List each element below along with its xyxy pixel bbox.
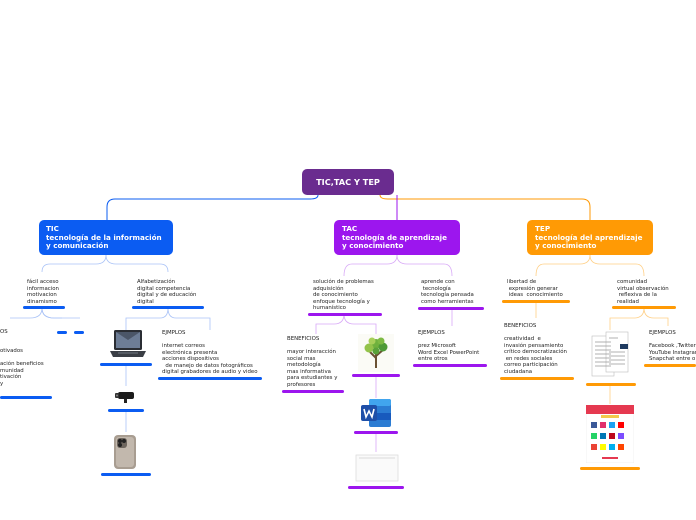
tep-benefits-bar: [500, 377, 574, 380]
tep-right-bar: [612, 306, 676, 309]
tep-node[interactable]: TEP tecnología del aprendizaje y conocim…: [527, 220, 653, 255]
blank-doc-bar: [348, 486, 404, 489]
root-node[interactable]: TIC,TAC Y TEP: [302, 169, 394, 195]
phone-bar: [101, 473, 151, 476]
tic-left-sub-bar-2: [74, 331, 84, 334]
tic-left-sub-text-bar: [0, 396, 52, 399]
tac-benefits-bar: [282, 390, 344, 393]
tic-right-text: Alfabetización digital competencia digit…: [137, 279, 197, 305]
social-media-infographic-icon: [586, 405, 634, 463]
tic-examples-text: internet correos electrónica presenta ac…: [162, 343, 258, 375]
tac-node[interactable]: TAC tecnología de aprendizaje y conocimi…: [334, 220, 460, 255]
root-label: TIC,TAC Y TEP: [316, 176, 380, 187]
tic-left-bar: [23, 306, 65, 309]
smartphone-icon: [114, 435, 136, 469]
tac-benefits-text: mayor interacción social mas metodología…: [287, 349, 338, 388]
tep-examples-label: EJEMPLOS: [649, 330, 676, 336]
tic-examples-bar: [158, 377, 262, 380]
tep-left-bar: [502, 300, 570, 303]
tac-examples-bar: [413, 364, 487, 367]
blank-document-icon: [355, 454, 399, 482]
tic-node[interactable]: TIC tecnología de la información y comun…: [39, 220, 173, 255]
tep-title: TEP: [535, 224, 551, 233]
tree-bar: [352, 374, 400, 377]
word-bar: [354, 431, 398, 434]
word-icon: [361, 399, 391, 427]
tac-benefits-label: BENEFICIOS: [287, 336, 320, 342]
social-bar: [580, 467, 640, 470]
tep-right-text: comunidad virtual observación reflexiva …: [617, 279, 669, 305]
tac-left-text: solución de problemas adquisición de con…: [313, 279, 374, 311]
tac-right-bar: [418, 307, 484, 310]
document-icon: [591, 331, 629, 377]
tep-examples-bar: [644, 364, 696, 367]
tep-left-text: libertad de expresión generar ideas cono…: [507, 279, 563, 298]
camera-bar: [108, 409, 144, 412]
laptop-bar: [100, 363, 152, 366]
tac-left-bar: [308, 313, 382, 316]
tac-examples-label: EJEMPLOS: [418, 330, 445, 336]
tep-benefits-text: creatividad e invasión pensamiento críti…: [504, 336, 567, 375]
tic-left-sub-label: OS: [0, 329, 8, 335]
tic-left-sub-bar-1: [57, 331, 67, 334]
security-camera-icon: [115, 392, 134, 403]
tic-left-text: fácil acceso informacion motivacion dina…: [27, 279, 59, 305]
tic-left-sub-text: otivados ación beneficios munidad tivaci…: [0, 348, 44, 387]
tic-title: TIC: [46, 224, 59, 233]
tic-examples-label: EJMPLOS: [162, 330, 186, 336]
tac-title: TAC: [342, 224, 358, 233]
tep-benefits-label: BENEFICIOS: [504, 323, 537, 329]
laptop-icon: [110, 330, 146, 357]
tac-subtitle: tecnología de aprendizaje y conocimiento: [342, 232, 448, 251]
tac-right-text: aprende con tecnología tecnología pensad…: [421, 279, 474, 305]
tep-examples-text: Facebook ,Twitter YouTube Instagram Snap…: [649, 343, 696, 362]
tic-right-bar: [132, 306, 204, 309]
tac-examples-text: prez Microsoft Word Excel PowerPoint ent…: [418, 343, 480, 362]
tic-subtitle: tecnología de la información y comunicac…: [46, 232, 162, 251]
document-bar: [586, 383, 636, 386]
tree-icon: [358, 334, 394, 372]
tep-subtitle: tecnología del aprendizaje y conocimient…: [535, 232, 643, 251]
